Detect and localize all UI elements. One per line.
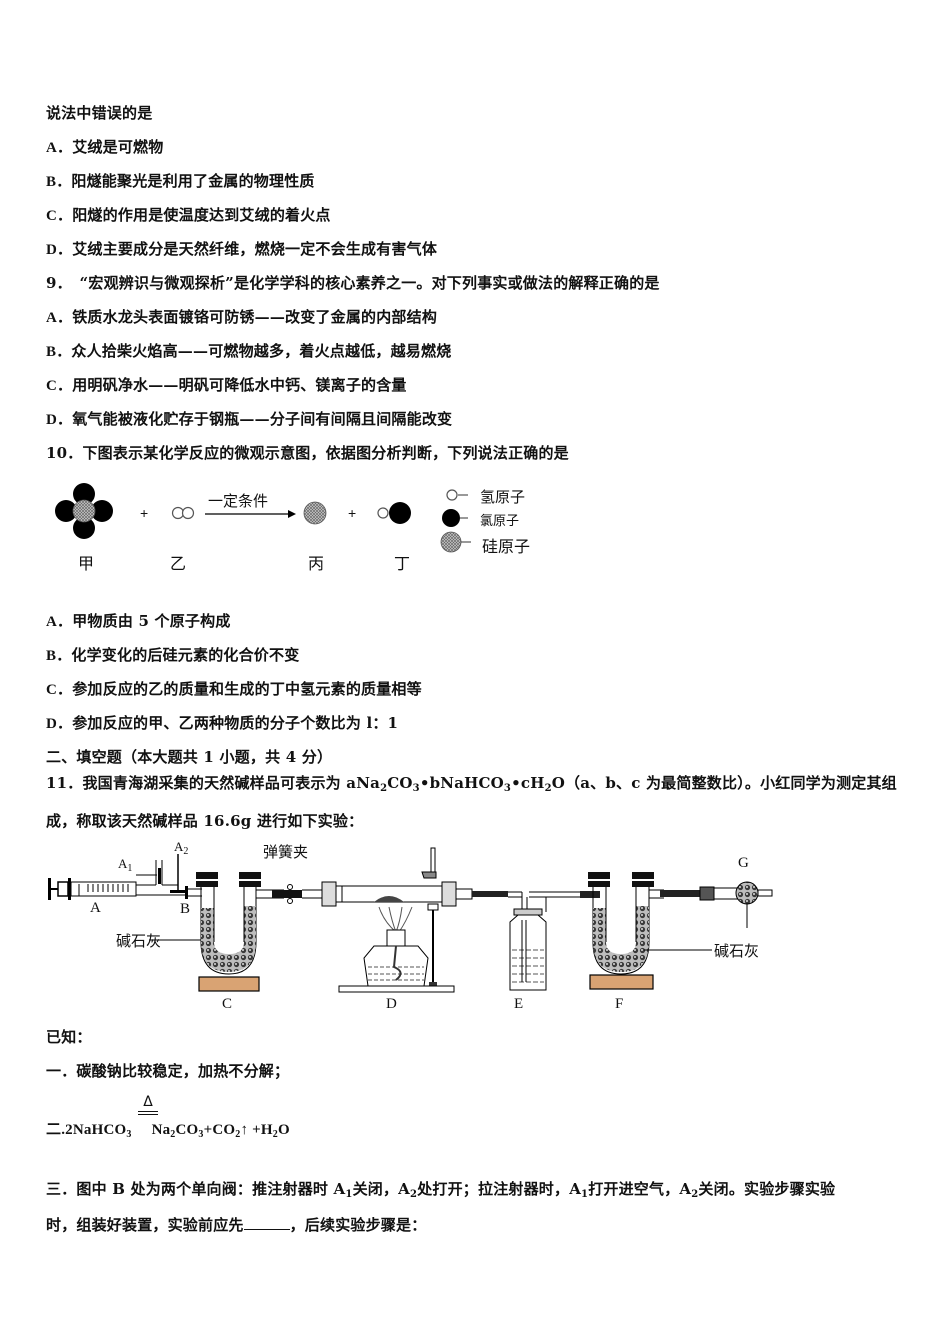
option-text: 铁质水龙头表面镀铬可防锈——改变了金属的内部结构 xyxy=(72,308,438,326)
option-text: 阳燧能聚光是利用了金属的物理性质 xyxy=(71,172,315,190)
legend-chlorine: 氯原子 xyxy=(480,514,520,529)
known-item-3-line2: 时，组装好装置，实验前应先，后续实验步骤是： xyxy=(46,1215,427,1234)
option-text: 参加反应的乙的质量和生成的丁中氢元素的质量相等 xyxy=(72,680,422,698)
section-heading: 二、填空题（本大题共 1 小题，共 4 分） xyxy=(46,748,333,766)
alcohol-lamp-icon xyxy=(363,906,429,987)
known-item-1: 一．碳酸钠比较稳定，加热不分解； xyxy=(46,1062,290,1080)
label-soda-lime-right: 碱石灰 xyxy=(714,942,760,960)
u-tube-c-icon xyxy=(196,872,284,992)
option-letter: D． xyxy=(46,412,73,428)
apparatus-svg xyxy=(48,847,773,993)
label-b: B xyxy=(180,901,191,917)
label-jia: 甲 xyxy=(78,554,95,573)
hydrogen-atom-icon xyxy=(446,489,458,501)
u-tube-f-icon xyxy=(588,872,664,990)
known-heading: 已知： xyxy=(46,1028,92,1046)
option-letter: A． xyxy=(46,614,73,630)
silicon-atom-icon xyxy=(440,531,462,553)
label-bing: 丙 xyxy=(308,554,325,573)
heat-condition: Δ xyxy=(138,1094,158,1115)
label-a: A xyxy=(90,900,101,916)
reaction-diagram-svg: + + xyxy=(55,483,471,553)
label-soda-lime-left: 碱石灰 xyxy=(116,932,162,950)
q8-option-c: C．阳燧的作用是使温度达到艾绒的着火点 xyxy=(46,204,331,225)
answer-blank[interactable] xyxy=(243,1215,290,1230)
svg-text:+: + xyxy=(140,505,148,521)
q10-stem: 10．下图表示某化学反应的微观示意图，依据图分析判断，下列说法正确的是 xyxy=(46,444,569,462)
molecule-jia-icon xyxy=(55,483,113,539)
option-text: 氧气能被液化贮存于钢瓶——分子间有间隔且间隔能改变 xyxy=(72,410,453,428)
drying-tube-g-icon xyxy=(660,881,773,928)
q8-option-a: A．艾绒是可燃物 xyxy=(46,136,163,157)
legend-silicon: 硅原子 xyxy=(482,537,531,556)
spring-clip-icon xyxy=(272,884,322,904)
option-text: 参加反应的甲、乙两种物质的分子个数比为 l：1 xyxy=(72,714,399,732)
label-g: G xyxy=(738,855,749,871)
known-item-3-line1: 三．图中 B 处为两个单向阀：推注射器时 A1关闭，A2处打开；拉注射器时，A1… xyxy=(46,1180,836,1200)
label-d: D xyxy=(386,996,397,1012)
q9-option-b: B．众人拾柴火焰高——可燃物越多，着火点越低，越易燃烧 xyxy=(46,340,451,361)
label-a1: A1 xyxy=(118,856,133,874)
chlorine-atom-icon xyxy=(442,509,460,527)
q10-option-a: A．甲物质由 5 个原子构成 xyxy=(46,610,231,631)
label-spring-clip: 弹簧夹 xyxy=(263,843,309,861)
molecule-ding-icon xyxy=(377,502,411,524)
q10-option-b: B．化学变化的后硅元素的化合价不变 xyxy=(46,644,299,665)
q10-option-c: C．参加反应的乙的质量和生成的丁中氢元素的质量相等 xyxy=(46,678,422,699)
molecule-yi-icon xyxy=(171,506,195,520)
q8-stem: 说法中错误的是 xyxy=(46,104,153,122)
option-letter: B． xyxy=(46,648,72,664)
q11-stem-line1: 11．我国青海湖采集的天然碱样品可表示为 aNa2CO3•bNaHCO3•cH2… xyxy=(46,774,897,794)
label-ding: 丁 xyxy=(394,554,411,573)
option-letter: A． xyxy=(46,140,73,156)
option-letter: D． xyxy=(46,242,73,258)
option-letter: A． xyxy=(46,310,73,326)
label-c: C xyxy=(222,996,233,1012)
wash-bottle-e-icon xyxy=(509,908,547,991)
syringe-icon xyxy=(48,878,185,900)
option-text: 甲物质由 5 个原子构成 xyxy=(72,612,231,630)
reaction-condition: 一定条件 xyxy=(208,492,269,510)
q9-option-a: A．铁质水龙头表面镀铬可防锈——改变了金属的内部结构 xyxy=(46,306,437,327)
option-letter: B． xyxy=(46,344,72,360)
svg-text:+: + xyxy=(348,505,356,521)
option-text: 艾绒主要成分是天然纤维，燃烧一定不会生成有害气体 xyxy=(72,240,438,258)
apparatus-diagram: A A1 A2 B 弹簧夹 碱石灰 C D E F G 碱石灰 xyxy=(44,839,794,1020)
stand-base xyxy=(338,985,455,993)
q10-option-d: D．参加反应的甲、乙两种物质的分子个数比为 l：1 xyxy=(46,712,398,733)
q8-option-d: D．艾绒主要成分是天然纤维，燃烧一定不会生成有害气体 xyxy=(46,238,437,259)
option-text: 阳燧的作用是使温度达到艾绒的着火点 xyxy=(72,206,331,224)
iron-stand-icon xyxy=(421,847,439,986)
option-letter: B． xyxy=(46,174,72,190)
legend-hydrogen: 氢原子 xyxy=(480,488,526,506)
option-letter: D． xyxy=(46,716,73,732)
label-a2: A2 xyxy=(174,839,189,857)
option-text: 化学变化的后硅元素的化合价不变 xyxy=(71,646,300,664)
option-letter: C． xyxy=(46,682,73,698)
option-letter: C． xyxy=(46,208,73,224)
q9-option-c: C．用明矾净水——明矾可降低水中钙、镁离子的含量 xyxy=(46,374,407,395)
option-text: 用明矾净水——明矾可降低水中钙、镁离子的含量 xyxy=(72,376,407,394)
label-e: E xyxy=(514,996,524,1012)
label-f: F xyxy=(615,996,624,1012)
option-text: 艾绒是可燃物 xyxy=(72,138,164,156)
gas-arrow-icon: ↑ xyxy=(240,1122,249,1138)
reaction-diagram: + + 一定条件 甲 乙 丙 丁 氢原子 氯原子 硅原子 xyxy=(50,478,550,578)
valve-a2-icon xyxy=(170,854,202,899)
q9-stem: 9． “宏观辨识与微观探析”是化学学科的核心素养之一。对下列事实或做法的解释正确… xyxy=(46,274,660,292)
label-yi: 乙 xyxy=(170,554,187,573)
option-text: 众人拾柴火焰高——可燃物越多，着火点越低，越易燃烧 xyxy=(71,342,452,360)
molecule-bing-icon xyxy=(303,501,327,525)
option-letter: C． xyxy=(46,378,73,394)
combustion-tube-icon xyxy=(321,881,486,907)
q8-option-b: B．阳燧能聚光是利用了金属的物理性质 xyxy=(46,170,315,191)
q11-stem-line2: 成，称取该天然碱样品 16.6g 进行如下实验： xyxy=(46,812,364,830)
valve-a1-icon xyxy=(136,860,178,886)
q9-option-d: D．氧气能被液化贮存于钢瓶——分子间有间隔且间隔能改变 xyxy=(46,408,452,429)
